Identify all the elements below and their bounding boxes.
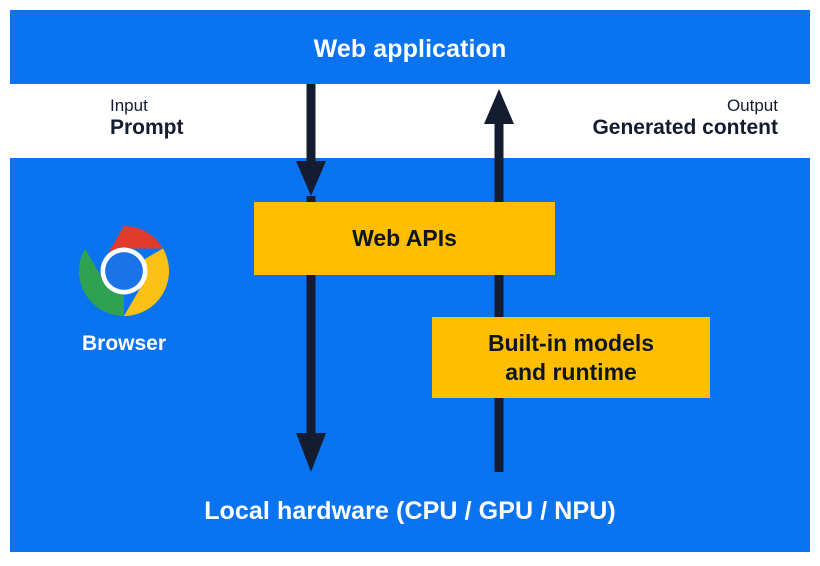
output-kind-label: Output	[726, 96, 778, 115]
chrome-logo-icon	[78, 225, 170, 317]
builtin-models-label: Built-in models and runtime	[488, 329, 654, 385]
web-apis-label: Web APIs	[352, 225, 457, 252]
box-builtin-models[interactable]: Built-in models and runtime	[432, 317, 710, 398]
output-label-group: Output Generated content	[592, 96, 778, 141]
local-hardware-label: Local hardware (CPU / GPU / NPU)	[204, 497, 616, 525]
input-label-group: Input Prompt	[110, 96, 184, 141]
input-value-label: Prompt	[110, 116, 184, 140]
band-web-application: Web application	[10, 10, 810, 84]
output-value-label: Generated content	[592, 116, 778, 140]
web-application-label: Web application	[313, 35, 507, 63]
input-kind-label: Input	[110, 96, 148, 115]
builtin-models-line1: Built-in models	[487, 330, 655, 357]
box-web-apis[interactable]: Web APIs	[254, 202, 555, 275]
browser-block: Browser	[48, 225, 200, 356]
builtin-models-line2: and runtime	[505, 358, 637, 385]
browser-label: Browser	[81, 332, 167, 355]
band-local-hardware: Local hardware (CPU / GPU / NPU)	[10, 472, 810, 552]
